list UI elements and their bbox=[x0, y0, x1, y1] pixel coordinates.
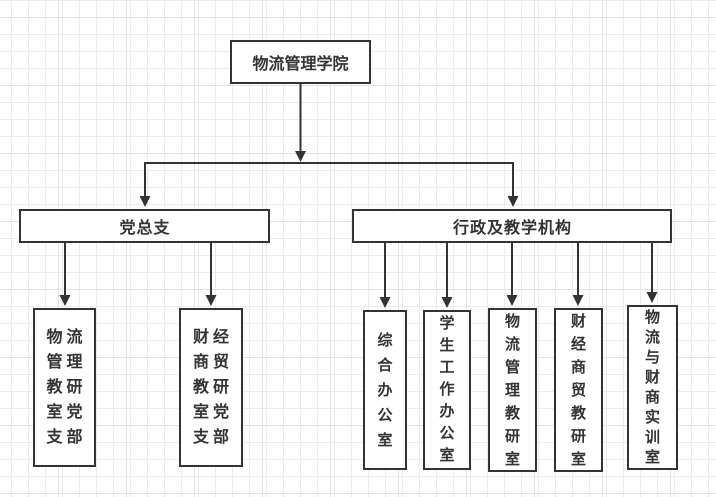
arrowhead-party-child-2 bbox=[205, 295, 217, 306]
arrowhead-party-child-1 bbox=[59, 295, 71, 306]
node-logistics-teaching-party-branch-label: 物流管理教研室党支部 bbox=[46, 329, 87, 446]
node-logistics-teaching-party-branch[interactable]: 物流管理教研室党支部 bbox=[33, 308, 96, 467]
node-logistics-finance-training-room[interactable]: 物流与财商实训室 bbox=[627, 305, 678, 470]
node-college-label: 物流管理学院 bbox=[252, 56, 349, 73]
node-party-general-branch[interactable]: 党总支 bbox=[19, 209, 270, 243]
node-finance-trade-teaching-office[interactable]: 财经商贸教研室 bbox=[554, 308, 603, 472]
arrowhead-admin-child-2 bbox=[441, 297, 453, 308]
node-admin-teaching-orgs-label: 行政及教学机构 bbox=[452, 220, 572, 237]
arrowhead-root bbox=[295, 151, 306, 162]
arrowhead-admin bbox=[507, 196, 519, 207]
node-finance-trade-teaching-office-label: 财经商贸教研室 bbox=[570, 312, 586, 468]
arrowhead-admin-child-4 bbox=[572, 295, 584, 306]
arrowhead-admin-child-5 bbox=[646, 292, 658, 303]
node-student-affairs-office[interactable]: 学生工作办公室 bbox=[423, 310, 471, 470]
node-finance-trade-party-branch[interactable]: 财经商贸教研室党支部 bbox=[179, 308, 243, 467]
node-general-office-label: 综合办公室 bbox=[377, 331, 393, 449]
node-general-office[interactable]: 综合办公室 bbox=[363, 310, 407, 470]
node-college[interactable]: 物流管理学院 bbox=[230, 40, 371, 84]
arrowhead-party bbox=[139, 196, 151, 207]
node-finance-trade-party-branch-label: 财经商贸教研室党支部 bbox=[193, 329, 234, 446]
arrowhead-admin-child-1 bbox=[379, 297, 391, 308]
node-logistics-teaching-office-label: 物流管理教研室 bbox=[504, 312, 520, 468]
node-logistics-teaching-office[interactable]: 物流管理教研室 bbox=[488, 308, 537, 472]
node-party-general-branch-label: 党总支 bbox=[119, 220, 171, 237]
node-logistics-finance-training-room-label: 物流与财商实训室 bbox=[644, 308, 660, 466]
arrowhead-admin-child-3 bbox=[506, 295, 518, 306]
node-admin-teaching-orgs[interactable]: 行政及教学机构 bbox=[352, 209, 672, 243]
node-student-affairs-office-label: 学生工作办公室 bbox=[439, 315, 455, 464]
